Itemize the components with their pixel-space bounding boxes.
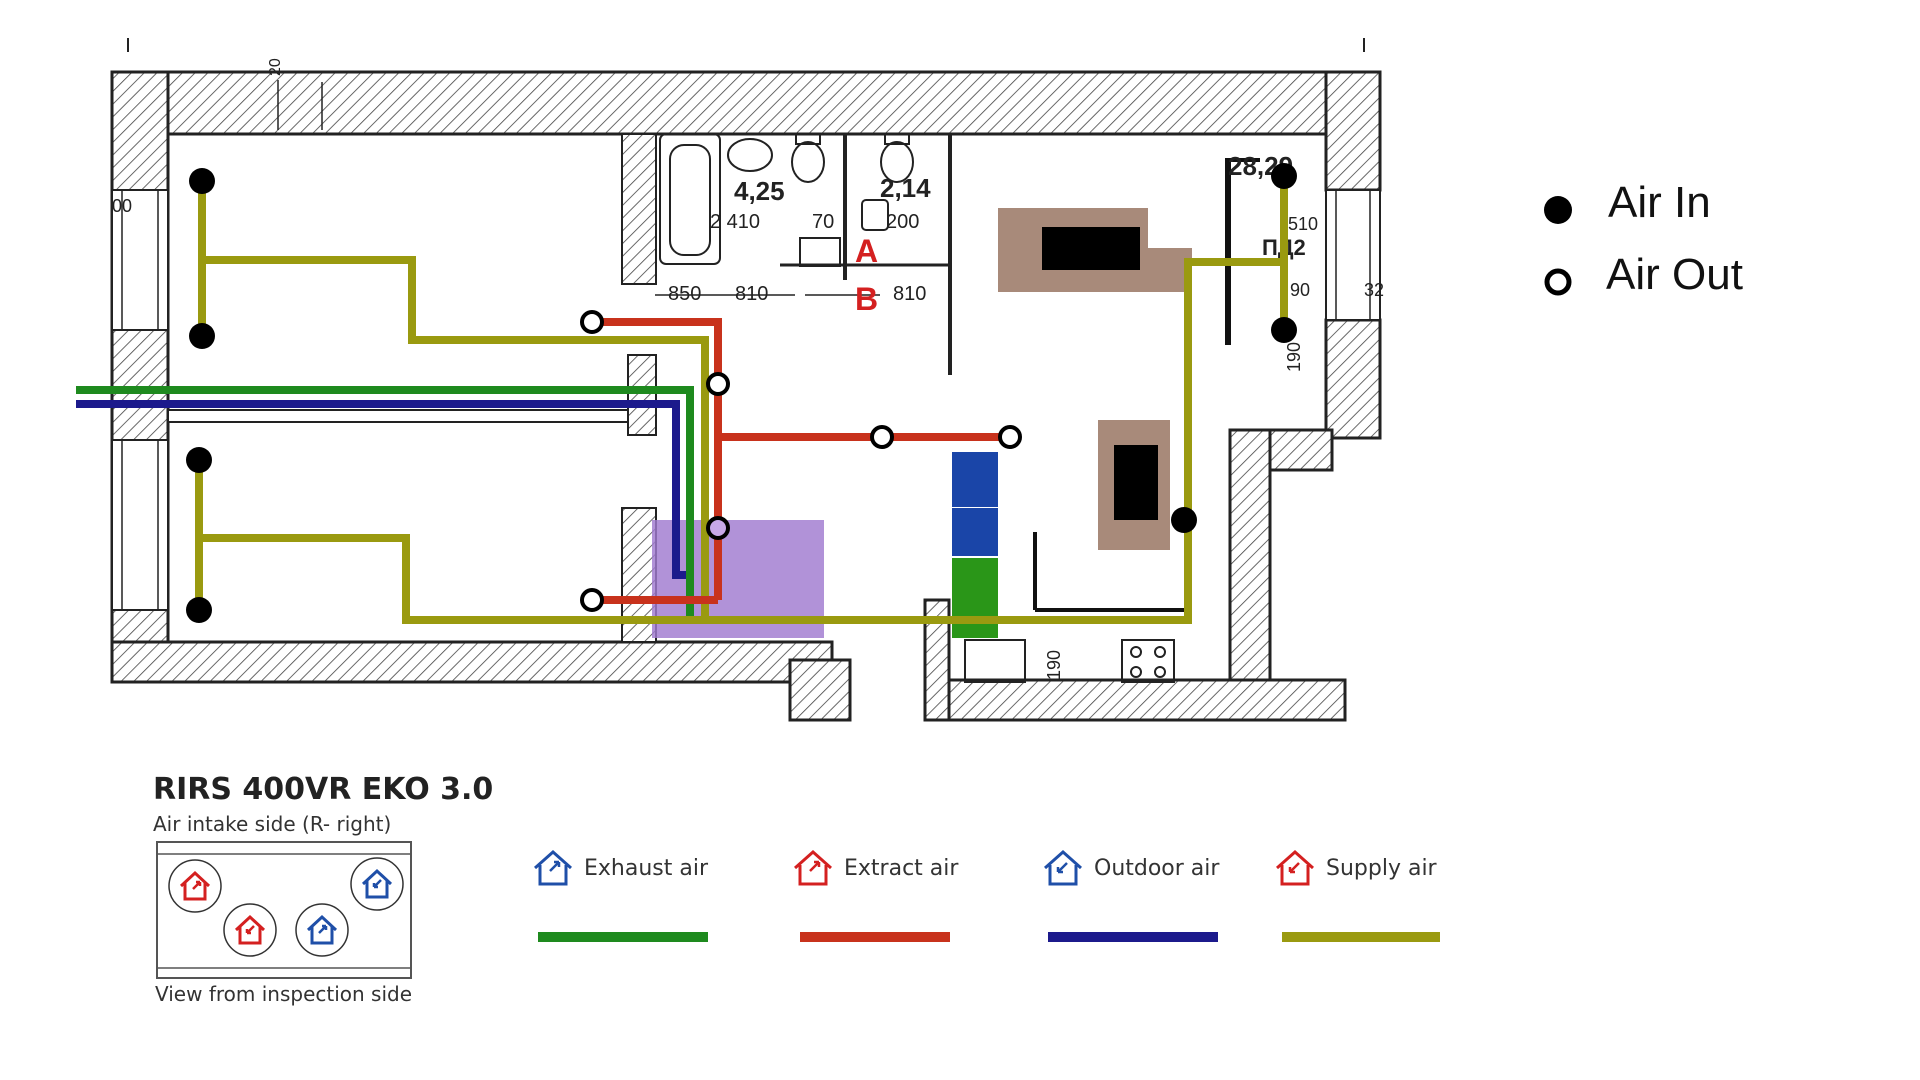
dim-190-right: 190: [1284, 342, 1304, 372]
air-in-point: [189, 168, 215, 194]
air-in-legend-icon: [1544, 196, 1572, 224]
cabinet-blue-1: [952, 452, 998, 507]
ducts: [76, 176, 1288, 624]
marker-b: B: [855, 281, 878, 317]
bathtub: [659, 133, 721, 265]
toilet-bath: [791, 141, 825, 183]
dim-810-a: 810: [735, 283, 768, 305]
legend-outdoor-line: [1048, 932, 1218, 942]
legend-supply-line: [1282, 932, 1440, 942]
dim-190-kitchen: 190: [1044, 650, 1064, 680]
furniture-tv: [1042, 227, 1140, 270]
cabinet-green: [952, 558, 998, 638]
port-exhaust-icon: [295, 903, 349, 957]
supply-house-icon: [1276, 849, 1314, 886]
air-in-point: [1271, 317, 1297, 343]
dim-32: 32: [1364, 280, 1384, 300]
air-in-point: [1271, 163, 1297, 189]
exhaust-house-icon: [534, 849, 572, 886]
duct-exhaust: [76, 386, 694, 620]
dim-90: 90: [1290, 280, 1310, 300]
dim-00: 00: [112, 196, 132, 216]
air-in-point: [186, 597, 212, 623]
port-extract-icon: [223, 903, 277, 957]
marker-a: A: [855, 233, 878, 269]
walls: [110, 38, 1382, 722]
air-out-point: [580, 310, 604, 334]
fixtures: [659, 133, 1175, 683]
extract-house-icon: [794, 849, 832, 886]
unit-panel-diagram: [156, 841, 412, 979]
dim-850: 850: [668, 283, 701, 305]
dim-20: 20: [267, 58, 284, 76]
legend-exhaust-line: [538, 932, 708, 942]
air-out-point: [706, 372, 730, 396]
legend-extract-label: Extract air: [844, 856, 959, 881]
dim-810-b: 810: [893, 283, 926, 305]
unit-view-caption: View from inspection side: [155, 982, 413, 1006]
air-in-point: [1171, 507, 1197, 533]
air-in-label: Air In: [1608, 178, 1711, 227]
port-outdoor-icon: [350, 857, 404, 911]
unit-subtitle: Air intake side (R- right): [153, 812, 392, 836]
cabinet-blue-2: [952, 508, 998, 556]
kitchen-sink: [964, 639, 1026, 683]
dim-510: 510: [1288, 214, 1318, 234]
air-out-label: Air Out: [1606, 250, 1743, 299]
dim-bath-width: 2 410: [710, 211, 760, 233]
legend-exhaust-label: Exhaust air: [584, 856, 709, 881]
dim-200: 200: [886, 211, 919, 233]
legend-extract-line: [800, 932, 950, 942]
dim-70: 70: [812, 211, 834, 233]
air-out-point: [998, 425, 1022, 449]
sink: [727, 138, 773, 172]
legend-outdoor-label: Outdoor air: [1094, 856, 1220, 881]
stove: [1121, 639, 1175, 683]
air-out-points: [580, 310, 1022, 612]
port-supply-icon: [168, 859, 222, 913]
toilet-wc: [880, 141, 914, 183]
area-bath: 4,25: [734, 176, 785, 206]
air-out-point: [706, 516, 730, 540]
air-out-point: [580, 588, 604, 612]
air-out-legend-icon: [1544, 268, 1572, 296]
duct-extract: [592, 318, 722, 600]
duct-outdoor: [76, 400, 690, 579]
air-in-point: [186, 447, 212, 473]
air-in-points: [186, 163, 1297, 623]
legend-supply-label: Supply air: [1326, 856, 1437, 881]
unit-title: RIRS 400VR EKO 3.0: [153, 772, 494, 807]
furniture: [998, 208, 1192, 550]
air-out-point: [870, 425, 894, 449]
outdoor-house-icon: [1044, 849, 1082, 886]
air-in-point: [189, 323, 215, 349]
area-wc: 2,14: [880, 173, 931, 203]
